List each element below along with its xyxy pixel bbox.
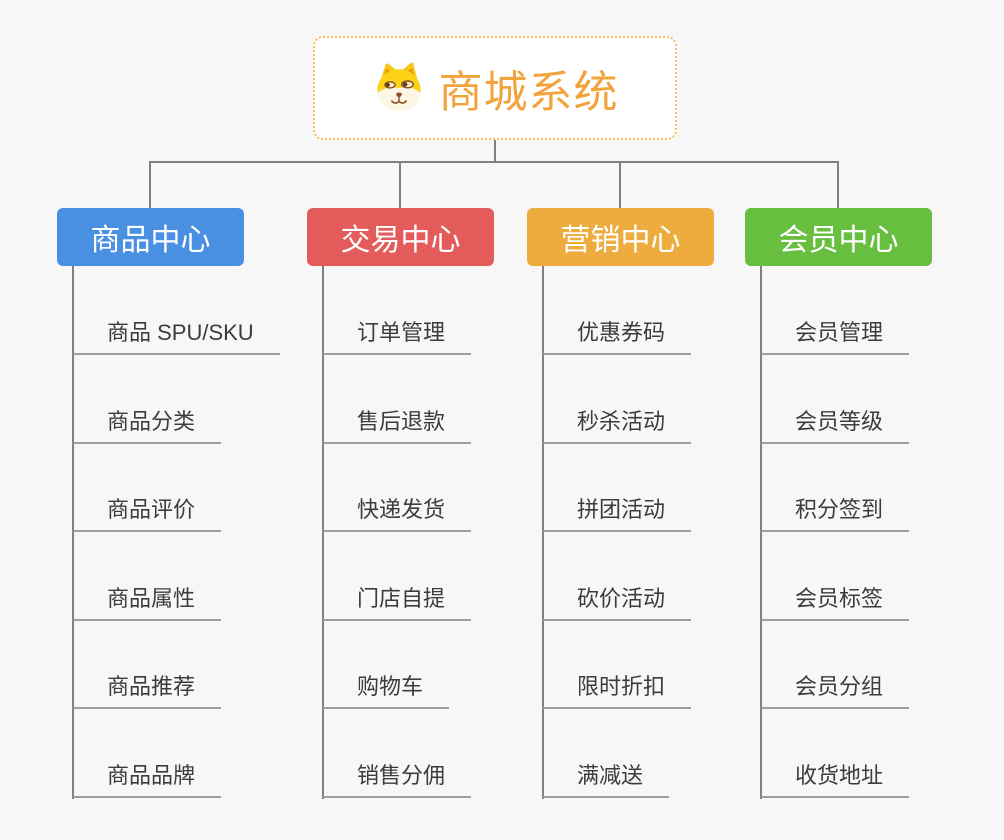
- dog-face-icon: [376, 62, 421, 111]
- leaf-node[interactable]: 收货地址: [761, 762, 910, 798]
- branch-label: 交易中心: [340, 224, 461, 257]
- leaf-node[interactable]: 商品评价: [73, 496, 222, 532]
- root-node[interactable]: 商城系统: [313, 36, 677, 140]
- branch-node-trade-center[interactable]: 交易中心: [307, 208, 494, 266]
- leaf-node[interactable]: 会员管理: [761, 319, 910, 355]
- leaf-node[interactable]: 快递发货: [323, 496, 472, 532]
- leaf-node[interactable]: 砍价活动: [543, 585, 692, 621]
- leaf-node[interactable]: 商品推荐: [73, 673, 222, 709]
- branch-node-product-center[interactable]: 商品中心: [57, 208, 244, 266]
- leaf-node[interactable]: 商品分类: [73, 408, 222, 444]
- branch-node-member-center[interactable]: 会员中心: [745, 208, 932, 266]
- leaf-node[interactable]: 商品品牌: [73, 762, 222, 798]
- root-title: 商城系统: [438, 68, 619, 117]
- leaf-node[interactable]: 商品 SPU/SKU: [73, 319, 280, 355]
- branch-label: 营销中心: [560, 224, 681, 257]
- leaf-node[interactable]: 购物车: [323, 673, 450, 709]
- leaf-node[interactable]: 限时折扣: [543, 673, 692, 709]
- leaf-node[interactable]: 优惠券码: [543, 319, 692, 355]
- leaf-node[interactable]: 秒杀活动: [543, 408, 692, 444]
- leaf-node[interactable]: 会员分组: [761, 673, 910, 709]
- branch-node-marketing-center[interactable]: 营销中心: [527, 208, 714, 266]
- leaf-node[interactable]: 门店自提: [323, 585, 472, 621]
- leaf-node[interactable]: 商品属性: [73, 585, 222, 621]
- leaf-node[interactable]: 积分签到: [761, 496, 910, 532]
- leaf-node[interactable]: 满减送: [543, 762, 670, 798]
- leaf-node[interactable]: 销售分佣: [323, 762, 472, 798]
- leaf-node[interactable]: 会员标签: [761, 585, 910, 621]
- branch-label: 会员中心: [778, 224, 899, 257]
- leaf-node[interactable]: 拼团活动: [543, 496, 692, 532]
- leaf-node[interactable]: 订单管理: [323, 319, 472, 355]
- leaf-node[interactable]: 售后退款: [323, 408, 472, 444]
- branch-label: 商品中心: [90, 224, 211, 257]
- leaf-node[interactable]: 会员等级: [761, 408, 910, 444]
